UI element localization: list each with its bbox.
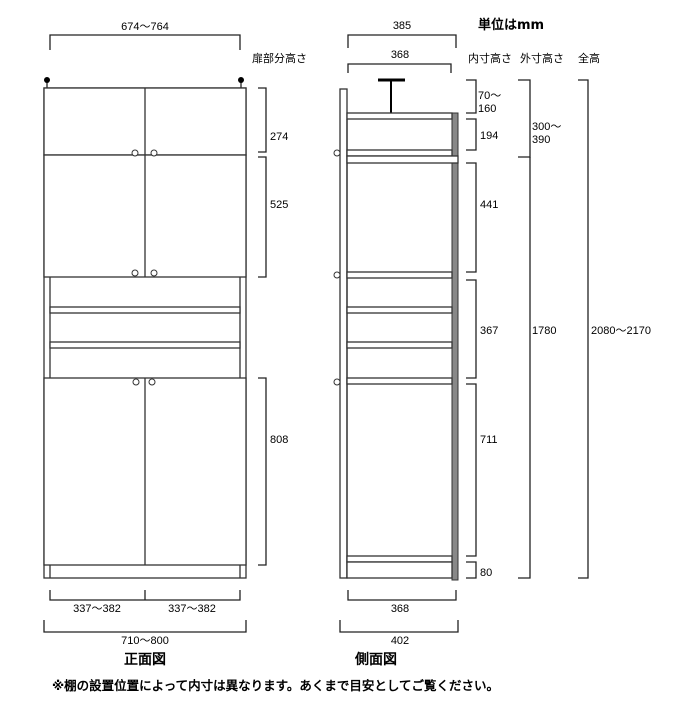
dim-door-width-right: 337～382 [168, 603, 216, 615]
front-view: 674～764 扉部分高さ 274 525 808 337～382 337～38… [43, 21, 307, 668]
unit-label: 単位はmm [478, 17, 544, 33]
dim-inner-711: 711 [480, 434, 498, 446]
footnote: ※棚の設置位置によって内寸は異なります。あくまで目安としてご覧ください。 [52, 678, 499, 693]
tension-pin-icon [238, 77, 244, 83]
knob-icon [333, 149, 341, 386]
dim-door-middle: 525 [270, 199, 288, 211]
outer-height-header: 外寸高さ [520, 51, 564, 65]
dim-inner-depth-top: 368 [391, 49, 409, 61]
dim-outer-top-a: 300～ [532, 121, 561, 133]
dim-inner-441: 441 [480, 199, 498, 211]
dim-inner-194: 194 [480, 130, 498, 142]
dim-inner-top-a: 70～ [478, 90, 501, 102]
knob-icon [131, 149, 158, 386]
back-panel [451, 112, 459, 581]
dim-inner-80: 80 [480, 567, 492, 579]
shelf [49, 306, 241, 314]
dim-outer-top-b: 390 [532, 134, 550, 146]
shelf [49, 341, 241, 349]
dim-outer-1780: 1780 [532, 325, 556, 337]
front-view-label: 正面図 [124, 652, 166, 668]
dim-total-height: 2080～2170 [591, 325, 651, 337]
dim-inner-top-b: 160 [478, 103, 496, 115]
side-view-label: 側面図 [354, 651, 397, 668]
inner-height-header: 内寸高さ [468, 51, 512, 65]
side-view: 385 368 単位はmm 内寸高さ 外寸高さ 全高 70～ 160 194 4… [333, 17, 651, 668]
total-height-header: 全高 [578, 51, 600, 65]
door-height-header: 扉部分高さ [252, 51, 307, 65]
dim-depth-bottom: 402 [391, 635, 409, 647]
dim-door-lower: 808 [270, 434, 288, 446]
dim-depth-top: 385 [393, 20, 411, 32]
door-panel [339, 88, 348, 579]
dim-total-width: 710～800 [121, 635, 169, 647]
dim-top-width: 674～764 [121, 21, 169, 33]
dim-inner-depth-bottom: 368 [391, 603, 409, 615]
dim-inner-367: 367 [480, 325, 498, 337]
dim-door-width-left: 337～382 [73, 603, 121, 615]
dim-door-upper: 274 [270, 131, 288, 143]
tension-pin-icon [44, 77, 50, 83]
